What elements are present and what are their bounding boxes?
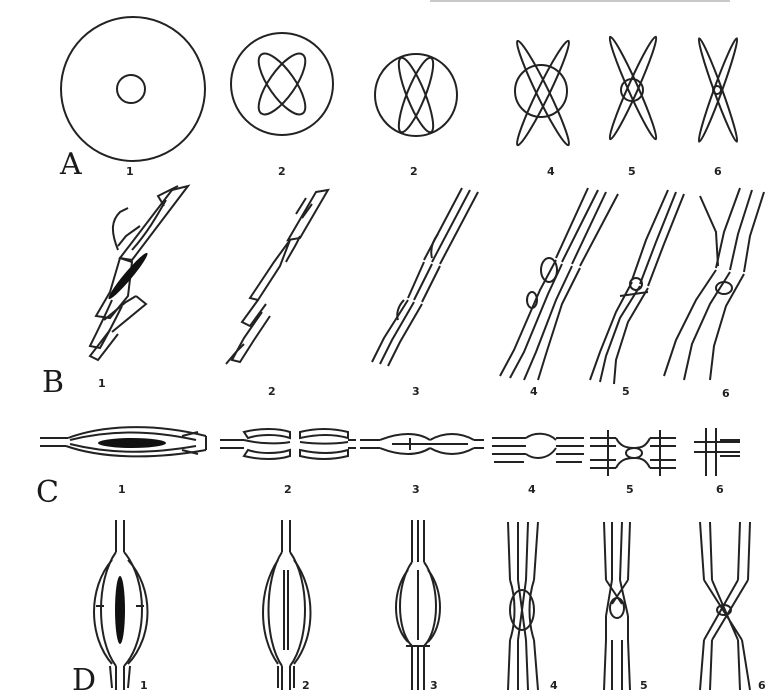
row-label-d: D	[72, 666, 96, 696]
figure-b6	[664, 188, 764, 380]
figure-number: 2	[302, 680, 310, 691]
figure-c6	[694, 428, 740, 476]
figure-number: 3	[430, 680, 438, 691]
figure-c3	[360, 434, 484, 454]
figure-number: 6	[716, 484, 724, 495]
figure-number: 2	[278, 166, 286, 177]
figure-c4	[492, 434, 584, 462]
figure-d5	[604, 522, 630, 690]
row-d-figures	[94, 520, 750, 690]
figure-c2	[220, 429, 356, 459]
row-b-figures	[90, 186, 764, 384]
row-label-c: C	[36, 478, 59, 508]
figure-number: 6	[758, 680, 766, 691]
figure-b2	[226, 190, 328, 364]
row-a-figures	[61, 17, 741, 161]
figure-b1	[90, 186, 188, 360]
figure-number: 1	[98, 378, 106, 389]
figure-a2	[231, 33, 333, 135]
row-label-a: A	[60, 150, 82, 180]
figure-b3	[372, 188, 478, 366]
row-label-b: B	[42, 368, 64, 398]
figure-number: 4	[528, 484, 536, 495]
figure-d6	[700, 522, 750, 690]
figure-number: 1	[118, 484, 126, 495]
row-c-figures	[40, 427, 740, 476]
figure-number: 5	[626, 484, 634, 495]
figure-a4	[512, 38, 574, 148]
figure-number: 2	[268, 386, 276, 397]
figure-number: 4	[530, 386, 538, 397]
figure-number: 2	[284, 484, 292, 495]
figure-number: 6	[722, 388, 730, 399]
figure-d2	[263, 520, 311, 690]
figure-number: 3	[412, 386, 420, 397]
figure-a3	[375, 54, 457, 136]
figure-c5	[590, 430, 676, 476]
figure-a1	[61, 17, 205, 161]
figure-c1	[40, 427, 206, 456]
figure-number: 4	[547, 166, 555, 177]
figure-d1	[94, 520, 148, 690]
figure-number: 3	[412, 484, 420, 495]
figure-number: 6	[714, 166, 722, 177]
figure-number: 5	[622, 386, 630, 397]
figure-number: 2	[410, 166, 418, 177]
figure-number: 5	[628, 166, 636, 177]
figure-d4	[508, 522, 538, 690]
figure-number: 1	[140, 680, 148, 691]
figure-number: 4	[550, 680, 558, 691]
figure-d3	[396, 520, 440, 690]
figure-a6	[695, 37, 740, 143]
figure-a5	[606, 35, 661, 141]
figure-number: 1	[126, 166, 134, 177]
figure-number: 5	[640, 680, 648, 691]
